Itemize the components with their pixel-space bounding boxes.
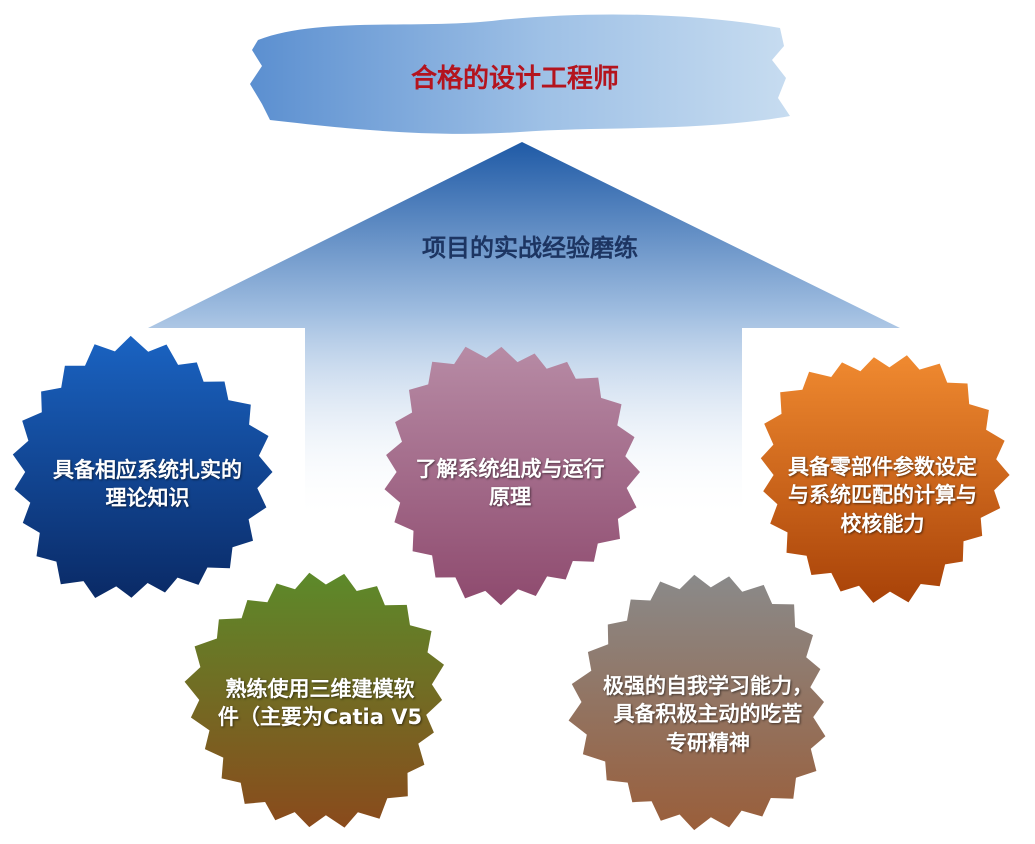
circle-cad-text: 熟练使用三维建模软 件（主要为Catia V5 bbox=[217, 677, 423, 730]
arrow-label: 项目的实战经验磨练 bbox=[422, 234, 638, 262]
circle-parameters-shape bbox=[760, 355, 1010, 603]
up-arrow-shape bbox=[148, 142, 900, 520]
circle-system-text: 了解系统组成与运行 原理 bbox=[415, 457, 605, 510]
circle-parameters-text: 具备零部件参数设定 与系统匹配的计算与 校核能力 bbox=[788, 455, 977, 536]
circle-learning-text: 极强的自我学习能力， 具备积极主动的吃苦 专研精神 bbox=[603, 674, 813, 755]
banner-title: 合格的设计工程师 bbox=[410, 64, 619, 94]
circle-theory-shape bbox=[12, 335, 273, 598]
circle-learning-shape bbox=[568, 574, 826, 831]
circle-system-shape bbox=[384, 346, 640, 606]
circle-cad-shape bbox=[184, 572, 444, 828]
banner-brush-stroke bbox=[250, 14, 790, 134]
circle-theory-text: 具备相应系统扎实的 理论知识 bbox=[53, 458, 242, 511]
